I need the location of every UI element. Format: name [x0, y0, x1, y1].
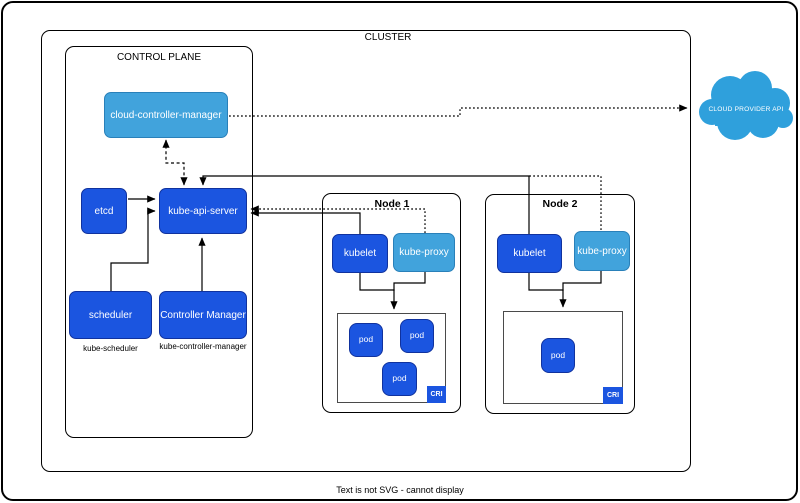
node-1-kube-proxy-box: kube-proxy: [393, 233, 455, 272]
cloud-provider-api-label: CLOUD PROVIDER API: [708, 106, 783, 113]
footer-note: Text is not SVG - cannot display: [336, 485, 464, 495]
control-plane-title: CONTROL PLANE: [116, 52, 202, 63]
scheduler-box: scheduler: [69, 291, 152, 339]
node-2-kubelet-box: kubelet: [497, 234, 562, 273]
node-2-kube-proxy-box: kube-proxy: [574, 231, 630, 271]
etcd-box: etcd: [81, 188, 127, 234]
controller-manager-box: Controller Manager: [159, 291, 247, 339]
cluster-title: CLUSTER: [364, 32, 412, 43]
cloud-controller-manager-box: cloud-controller-manager: [104, 92, 228, 138]
node-1-pod-3: pod: [382, 362, 417, 396]
node-1-pod-1: pod: [349, 323, 383, 357]
controller-manager-caption: kube-controller-manager: [159, 342, 247, 351]
node-1-cri-badge: CRI: [427, 386, 446, 403]
node-1-title: Node 1: [374, 198, 410, 210]
node-2-cri-badge: CRI: [603, 387, 623, 404]
scheduler-caption: kube-scheduler: [83, 344, 138, 353]
cloud-provider-api-shape: CLOUD PROVIDER API: [699, 71, 793, 140]
kube-api-server-box: kube-api-server: [159, 188, 247, 234]
node-2-pod-1: pod: [541, 338, 575, 373]
node-1-pod-2: pod: [400, 319, 434, 353]
node-2-title: Node 2: [542, 198, 578, 210]
node-1-kubelet-box: kubelet: [332, 234, 388, 273]
